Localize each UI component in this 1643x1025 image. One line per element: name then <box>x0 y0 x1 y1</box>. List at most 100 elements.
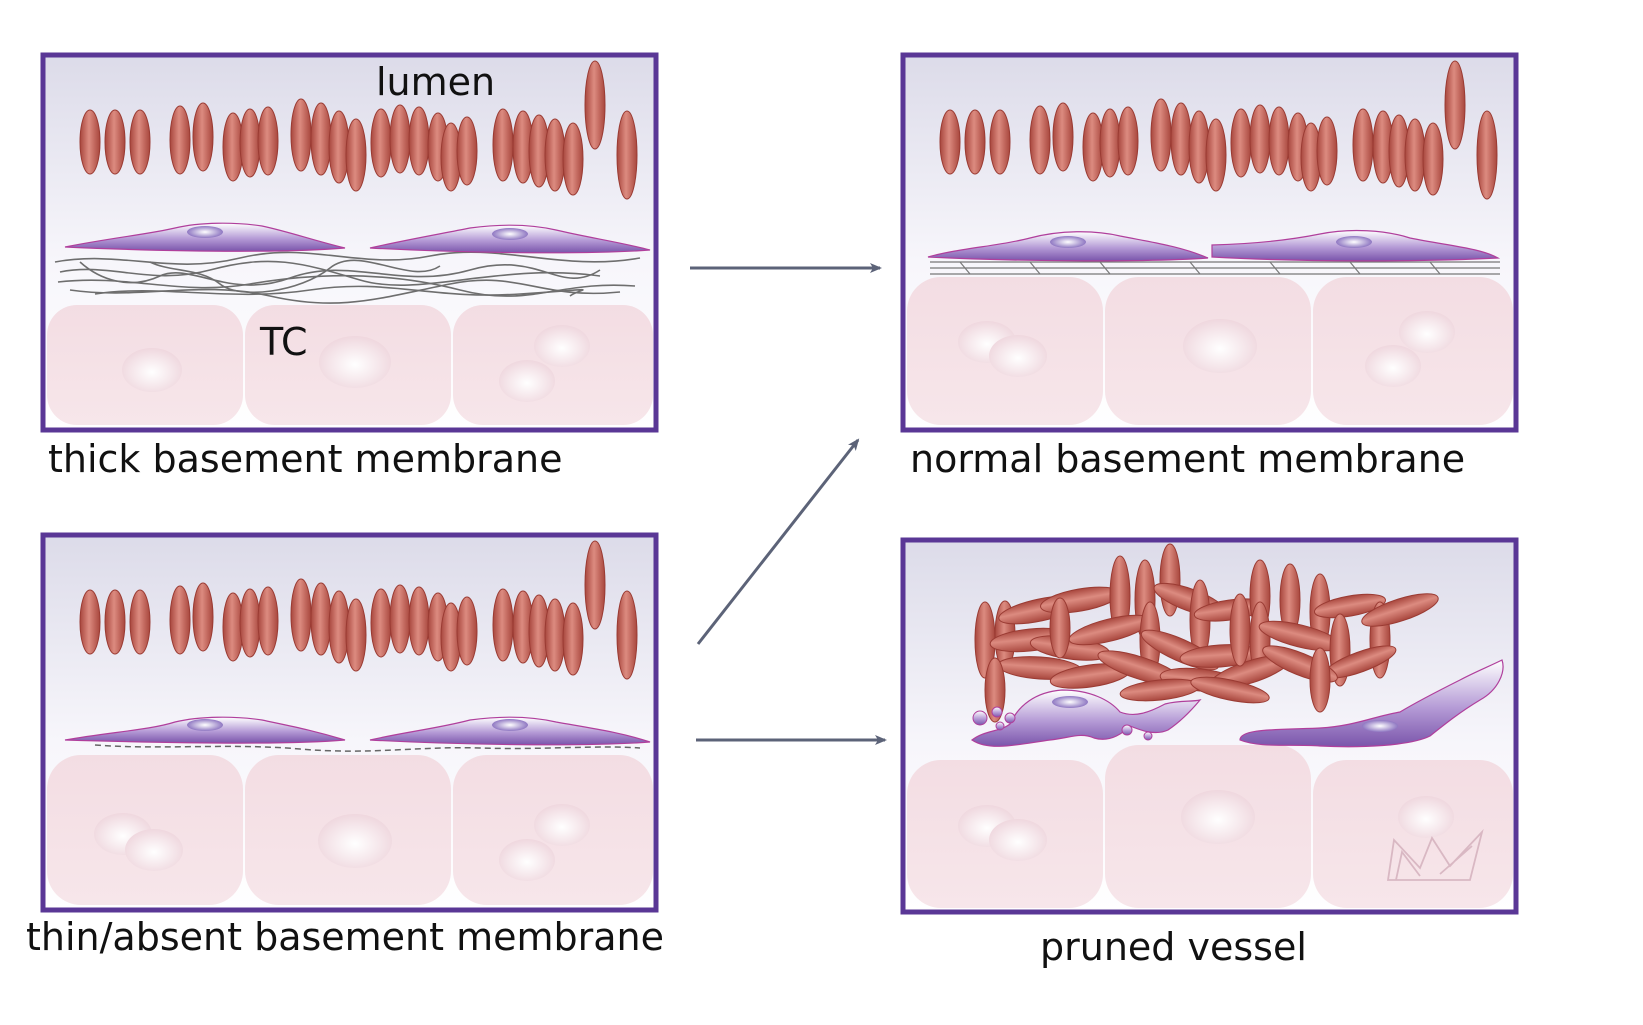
red-blood-cell <box>370 108 392 178</box>
red-blood-cell <box>492 588 514 662</box>
red-blood-cell <box>964 109 986 175</box>
tc-nucleus <box>499 839 555 881</box>
tc-nucleus <box>534 804 590 846</box>
tc-nucleus <box>1365 345 1421 387</box>
red-blood-cells <box>79 60 638 200</box>
endothelial-nucleus <box>187 226 223 238</box>
red-blood-cell <box>370 588 392 658</box>
red-blood-cell <box>1190 676 1270 704</box>
red-blood-cells <box>939 60 1498 200</box>
red-blood-cell <box>408 586 430 656</box>
cell-fragment <box>991 706 1003 718</box>
caption-pruned: pruned vessel <box>1040 925 1307 969</box>
red-blood-cell <box>1352 108 1374 182</box>
red-blood-cell <box>257 106 279 176</box>
red-blood-cell <box>79 109 101 175</box>
red-blood-cell <box>1049 597 1071 659</box>
red-blood-cell <box>616 590 638 680</box>
endothelial-nucleus <box>187 719 223 731</box>
tissue-cells <box>907 745 1513 908</box>
endothelial-nucleus <box>492 228 528 240</box>
tc-nucleus <box>499 360 555 402</box>
tissue-cell <box>1313 277 1513 425</box>
tissue-cells <box>907 277 1513 425</box>
caption-thin: thin/absent basement membrane <box>26 915 664 959</box>
endothelial-cells <box>64 716 651 746</box>
red-blood-cell <box>1099 108 1121 178</box>
red-blood-cell <box>984 657 1006 723</box>
tissue-cells <box>47 305 653 425</box>
endothelial-nucleus <box>492 719 528 731</box>
damaged-endothelial-cells <box>970 659 1504 748</box>
cell-fragment <box>972 710 988 726</box>
red-blood-cell <box>1476 110 1498 200</box>
endothelial-cell <box>970 689 1202 747</box>
red-blood-cell <box>169 105 191 175</box>
red-blood-cell <box>1170 102 1192 176</box>
red-blood-cell <box>1444 60 1466 150</box>
panel-frame <box>900 537 1519 915</box>
cell-fragment <box>1121 724 1133 736</box>
red-blood-cell <box>345 598 367 672</box>
red-blood-cell <box>79 589 101 655</box>
red-blood-cell <box>456 596 478 666</box>
tc-nucleus <box>989 819 1047 861</box>
transition-arrows <box>690 263 887 745</box>
red-blood-cell <box>169 585 191 655</box>
thin-membrane-dashed <box>94 744 641 752</box>
red-blood-cells <box>79 540 638 680</box>
tc-nucleus <box>318 814 392 868</box>
red-blood-cell <box>616 110 638 200</box>
tc-nucleus <box>125 829 183 871</box>
red-blood-cell <box>492 108 514 182</box>
panel-frame <box>40 532 659 913</box>
caption-normal: normal basement membrane <box>910 437 1465 481</box>
red-blood-cell <box>129 109 151 175</box>
red-blood-cell <box>1249 104 1271 174</box>
red-blood-cell <box>345 118 367 192</box>
aggregated-red-blood-cells <box>974 543 1439 723</box>
lumen-label: lumen <box>376 60 495 104</box>
red-blood-cell <box>192 102 214 172</box>
red-blood-cell <box>562 602 584 676</box>
tc-nucleus <box>319 336 391 388</box>
panel-thick-membrane: lumen TC <box>40 52 659 433</box>
endothelial-nucleus <box>1050 236 1086 248</box>
red-blood-cell <box>290 578 312 652</box>
panel-frame <box>900 52 1519 433</box>
red-blood-cell <box>1205 118 1227 192</box>
red-blood-cell <box>257 586 279 656</box>
red-blood-cell <box>1117 106 1139 176</box>
red-blood-cell <box>584 60 606 150</box>
panel-normal-membrane <box>900 52 1519 433</box>
red-blood-cell <box>939 109 961 175</box>
cell-fragment <box>1004 712 1016 724</box>
endothelial-cell <box>1239 659 1504 748</box>
red-blood-cell <box>239 108 261 178</box>
tc-nucleus <box>534 325 590 367</box>
red-blood-cell <box>389 104 411 174</box>
tc-nucleus <box>1181 790 1255 844</box>
red-blood-cell <box>544 598 566 672</box>
cell-fragment <box>1143 731 1153 741</box>
red-blood-cell <box>1316 116 1338 186</box>
red-blood-cell <box>1361 593 1439 627</box>
normal-membrane-grid <box>930 261 1500 275</box>
red-blood-cell <box>1422 122 1444 196</box>
tc-label: TC <box>259 320 308 364</box>
red-blood-cell <box>104 589 126 655</box>
red-blood-cell <box>1268 106 1290 176</box>
arrow-thin-to-normal <box>696 438 860 645</box>
tc-nucleus <box>122 348 182 392</box>
thick-membrane-fibers <box>54 251 641 304</box>
red-blood-cell <box>389 584 411 654</box>
endothelial-nucleus <box>1362 720 1398 732</box>
red-blood-cell <box>584 540 606 630</box>
red-blood-cell <box>562 122 584 196</box>
red-blood-cell <box>1314 593 1386 619</box>
tissue-cells <box>47 755 653 905</box>
caption-thick: thick basement membrane <box>48 437 562 481</box>
red-blood-cell <box>290 98 312 172</box>
red-blood-cell <box>408 106 430 176</box>
